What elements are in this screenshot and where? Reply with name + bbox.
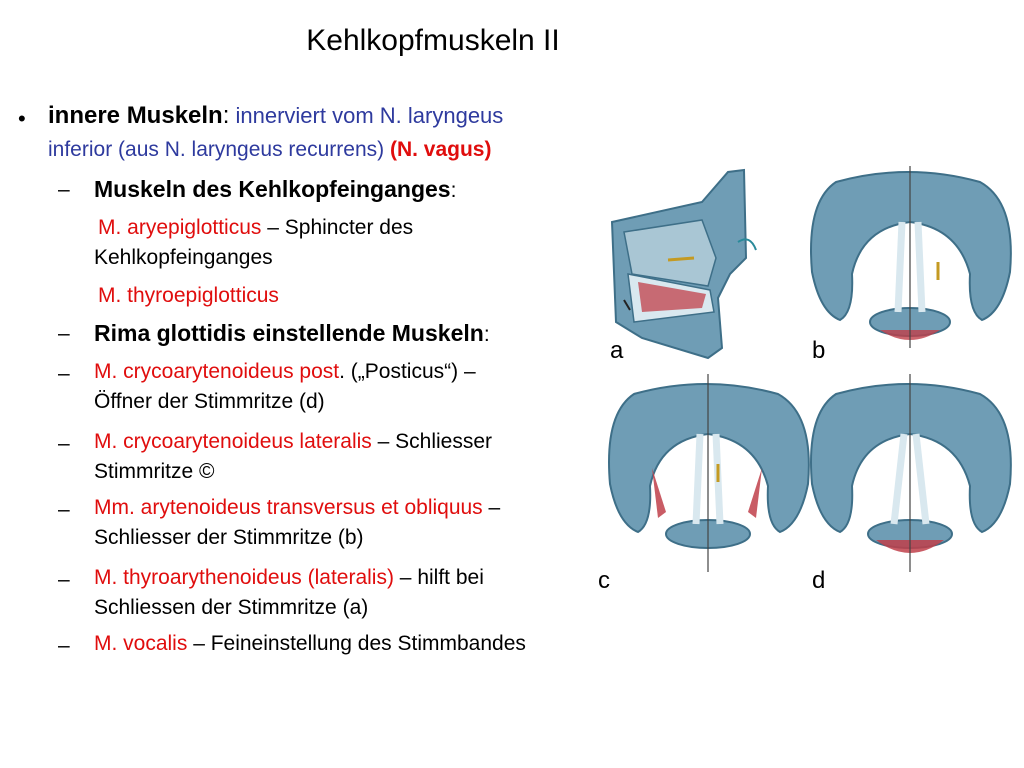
section2-item-4-cont: Schliessen der Stimmritze (a) (94, 596, 369, 619)
intro-colon: : (222, 102, 230, 129)
section2-item-1-cont: Öffner der Stimmritze (d) (94, 390, 325, 413)
panel-d-superior-view (810, 374, 1012, 572)
section2-item-5: M. vocalis – Feineinstellung des Stimmba… (94, 632, 526, 656)
panel-label-a: a (610, 337, 624, 364)
dash-marker: – (58, 498, 70, 521)
item-desc: – hilft bei (393, 566, 484, 589)
panel-c-superior-view (608, 374, 810, 572)
intro-line-2: inferior (aus N. laryngeus recurrens) (N… (48, 138, 491, 162)
item-name: M. thyroarythenoideus (lateralis) (94, 566, 394, 589)
dash-marker: – (58, 568, 70, 591)
section1-heading: Muskeln des Kehlkopfeinganges: (94, 176, 456, 203)
section1-heading-text: Muskeln des Kehlkopfeinganges (94, 176, 451, 202)
section2-colon: : (483, 323, 490, 346)
larynx-muscles-figure: a b c d (598, 166, 1012, 594)
dash-marker: – (58, 362, 70, 385)
section1-item-1-cont: Kehlkopfeinganges (94, 246, 273, 269)
section1-item-2: M. thyroepiglotticus (98, 284, 279, 308)
item-desc: – Feineinstellung des Stimmbandes (187, 632, 526, 655)
panel-label-c: c (598, 567, 610, 594)
section2-item-4: M. thyroarythenoideus (lateralis) – hilf… (94, 566, 484, 590)
page-title: Kehlkopfmuskeln II (306, 24, 560, 57)
panel-a-lateral-view (610, 168, 757, 360)
item-desc: – Schliesser (371, 430, 492, 453)
dash-marker: – (58, 432, 70, 455)
intro-nerve-1: N. laryngeus (379, 103, 504, 128)
section2-item-2-cont: Stimmritze © (94, 460, 215, 483)
item-name: M. vocalis (94, 632, 188, 655)
section2-heading: Rima glottidis einstellende Muskeln: (94, 320, 490, 347)
item-desc: – (482, 496, 501, 519)
intro-term: innere Muskeln (48, 102, 223, 129)
section2-item-3: Mm. arytenoideus transversus et obliquus… (94, 496, 500, 520)
dash-marker: – (58, 634, 70, 657)
section2-item-3-cont: Schliesser der Stimmritze (b) (94, 526, 364, 549)
panel-b-superior-view (810, 166, 1012, 348)
section2-heading-text: Rima glottidis einstellende Muskeln (94, 320, 484, 346)
item-desc: („Posticus“) – (344, 360, 476, 383)
intro-nerve-2: inferior (aus N. laryngeus recurrens) (48, 138, 385, 161)
item-name: M. crycoarytenoideus lateralis (94, 430, 372, 453)
section1-item-1: M. aryepiglotticus – Sphincter des (98, 216, 413, 240)
panel-label-d: d (812, 567, 825, 594)
item-name: M. thyroepiglotticus (98, 284, 279, 307)
dash-marker: – (58, 322, 70, 345)
panel-label-b: b (812, 337, 825, 364)
intro-vagus: (N. vagus) (389, 138, 492, 161)
item-name: M. crycoarytenoideus post (94, 360, 340, 383)
section1-colon: : (450, 179, 457, 202)
item-desc: – Sphincter des (261, 216, 414, 239)
intro-line-1: innere Muskeln: innerviert vom N. laryng… (48, 102, 503, 130)
bullet-marker: • (18, 106, 26, 131)
item-name: M. aryepiglotticus (98, 216, 262, 239)
intro-text: innerviert vom (229, 103, 380, 128)
section2-item-2: M. crycoarytenoideus lateralis – Schlies… (94, 430, 492, 454)
item-name: Mm. arytenoideus transversus et obliquus (94, 496, 483, 519)
item-dot: . (339, 360, 345, 383)
section2-item-1: M. crycoarytenoideus post. („Posticus“) … (94, 360, 476, 384)
dash-marker: – (58, 178, 70, 201)
